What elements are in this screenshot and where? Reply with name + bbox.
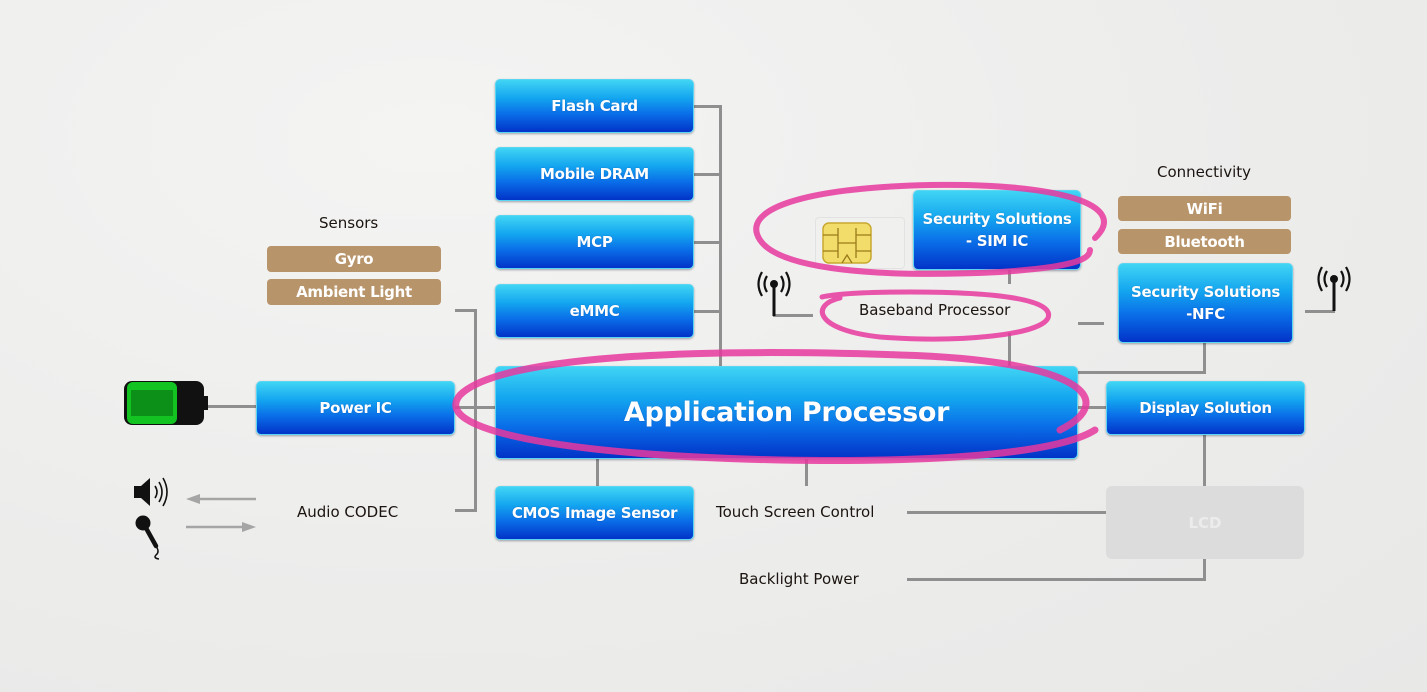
mobile-dram-block[interactable]: Mobile DRAM [495,147,694,201]
mcp-label: MCP [576,233,613,251]
connectivity-bluetooth[interactable]: Bluetooth [1118,229,1291,254]
application-processor-block[interactable]: Application Processor [495,366,1078,459]
display-solution-label: Display Solution [1139,399,1272,417]
cmos-image-sensor-label: CMOS Image Sensor [511,504,678,522]
power-ic-label: Power IC [319,399,392,417]
battery-connector [205,405,257,408]
emmc-label: eMMC [569,302,620,320]
emmc-block[interactable]: eMMC [495,284,694,338]
baseband-to-nfc-dash [1078,322,1104,325]
nfc-bus-v [1203,341,1206,374]
ap-to-display-line [1077,406,1107,409]
mcp-connector [693,241,721,244]
backlight-power-label[interactable]: Backlight Power [739,570,859,588]
security-sim-ic-block[interactable]: Security Solutions - SIM IC [913,190,1081,270]
bluetooth-label: Bluetooth [1164,232,1245,251]
emmc-connector [693,310,721,313]
speaker-icon [132,475,174,509]
security-nfc-block[interactable]: Security Solutions -NFC [1118,263,1293,343]
antenna-left-connector [773,314,813,317]
mobile-dram-connector [693,173,721,176]
ambient-light-label: Ambient Light [296,283,412,301]
audio-in-arrow [184,518,258,532]
application-processor-label: Application Processor [623,396,950,428]
ap-left-connector [454,406,496,409]
audio-out-arrow [184,490,258,504]
battery-icon [123,378,209,428]
cmos-connector [596,458,599,488]
lcd-block[interactable]: LCD [1106,486,1304,559]
baseband-processor-label[interactable]: Baseband Processor [859,301,1011,319]
sim-card-icon [815,217,905,269]
sensor-bus-vertical [474,309,477,512]
mobile-dram-label: Mobile DRAM [540,165,649,183]
sim-ic-line2: - SIM IC [965,232,1029,250]
touch-connector [805,458,808,486]
power-ic-block[interactable]: Power IC [256,381,455,435]
memory-bus-vertical [719,105,722,367]
backlight-to-lcd-v [1203,558,1206,581]
sim-to-baseband-line [1008,270,1011,284]
display-to-lcd-line [1203,433,1206,487]
connectivity-heading: Connectivity [1157,163,1251,181]
baseband-to-ap-line [1008,333,1011,367]
flash-card-label: Flash Card [551,97,638,115]
antenna-left-icon [755,270,793,318]
flash-card-block[interactable]: Flash Card [495,79,694,133]
touch-to-lcd-line [907,511,1107,514]
audio-codec-connector [455,509,477,512]
antenna-right-icon [1315,265,1353,313]
nfc-bus-h [1077,371,1206,374]
sensor-gyro[interactable]: Gyro [267,246,441,272]
connectivity-wifi[interactable]: WiFi [1118,196,1291,221]
backlight-to-lcd-h [907,578,1206,581]
lcd-label: LCD [1188,513,1222,532]
nfc-line1: Security Solutions [1130,283,1280,301]
sensor-ambient-light[interactable]: Ambient Light [267,279,441,305]
nfc-line2: -NFC [1186,305,1225,323]
wifi-label: WiFi [1186,199,1223,218]
display-solution-block[interactable]: Display Solution [1106,381,1305,435]
microphone-icon [134,514,166,560]
cmos-image-sensor-block[interactable]: CMOS Image Sensor [495,486,694,540]
audio-codec-label[interactable]: Audio CODEC [297,503,399,521]
sensor-connector [455,309,477,312]
sensors-heading: Sensors [319,214,379,232]
gyro-label: Gyro [334,250,374,268]
antenna-right-connector [1305,310,1335,313]
touch-screen-control-label[interactable]: Touch Screen Control [716,503,875,521]
flash-card-connector [693,105,721,108]
sim-ic-line1: Security Solutions [922,210,1072,228]
mcp-block[interactable]: MCP [495,215,694,269]
